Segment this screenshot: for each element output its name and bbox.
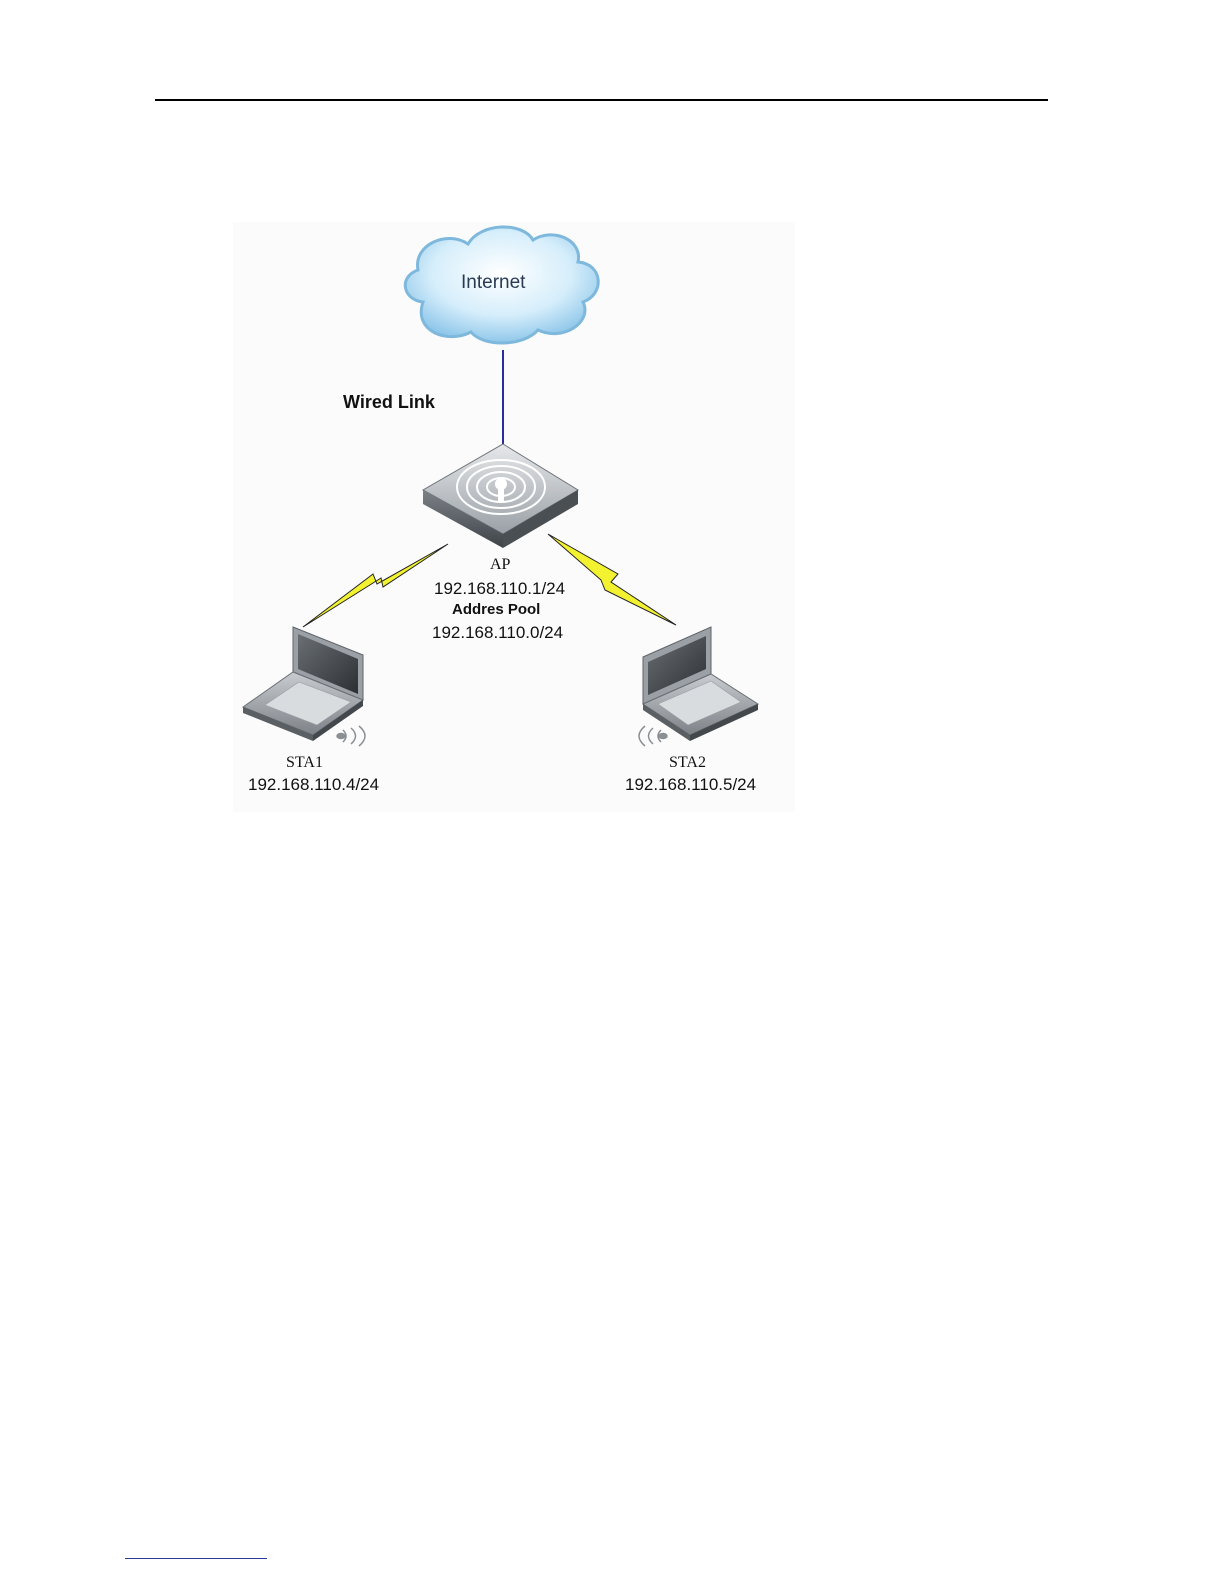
laptop-icon xyxy=(243,627,363,741)
sta1-name-label: STA1 xyxy=(286,754,323,772)
ap-ip-label: 192.168.110.1/24 xyxy=(434,579,565,599)
cloud-label: Internet xyxy=(461,272,525,294)
wireless-signal-icon xyxy=(337,726,365,746)
access-point-icon xyxy=(423,444,578,548)
wireless-signal-icon xyxy=(639,726,667,746)
wired-link-label: Wired Link xyxy=(343,392,435,413)
lightning-bolt-icon xyxy=(303,544,448,627)
ap-name-label: AP xyxy=(490,556,510,574)
laptop-icon xyxy=(643,627,758,741)
lightning-bolt-icon xyxy=(548,534,676,625)
sta2-ip-label: 192.168.110.5/24 xyxy=(625,775,756,795)
footnote-rule xyxy=(125,1558,267,1559)
header-rule xyxy=(155,99,1048,101)
address-pool-label: Addres Pool xyxy=(452,601,540,618)
topology-drawing xyxy=(233,222,795,812)
network-topology-figure: Internet Wired Link AP 192.168.110.1/24 … xyxy=(233,222,795,812)
sta1-ip-label: 192.168.110.4/24 xyxy=(248,775,379,795)
address-pool-value: 192.168.110.0/24 xyxy=(432,623,563,643)
sta2-name-label: STA2 xyxy=(669,754,706,772)
